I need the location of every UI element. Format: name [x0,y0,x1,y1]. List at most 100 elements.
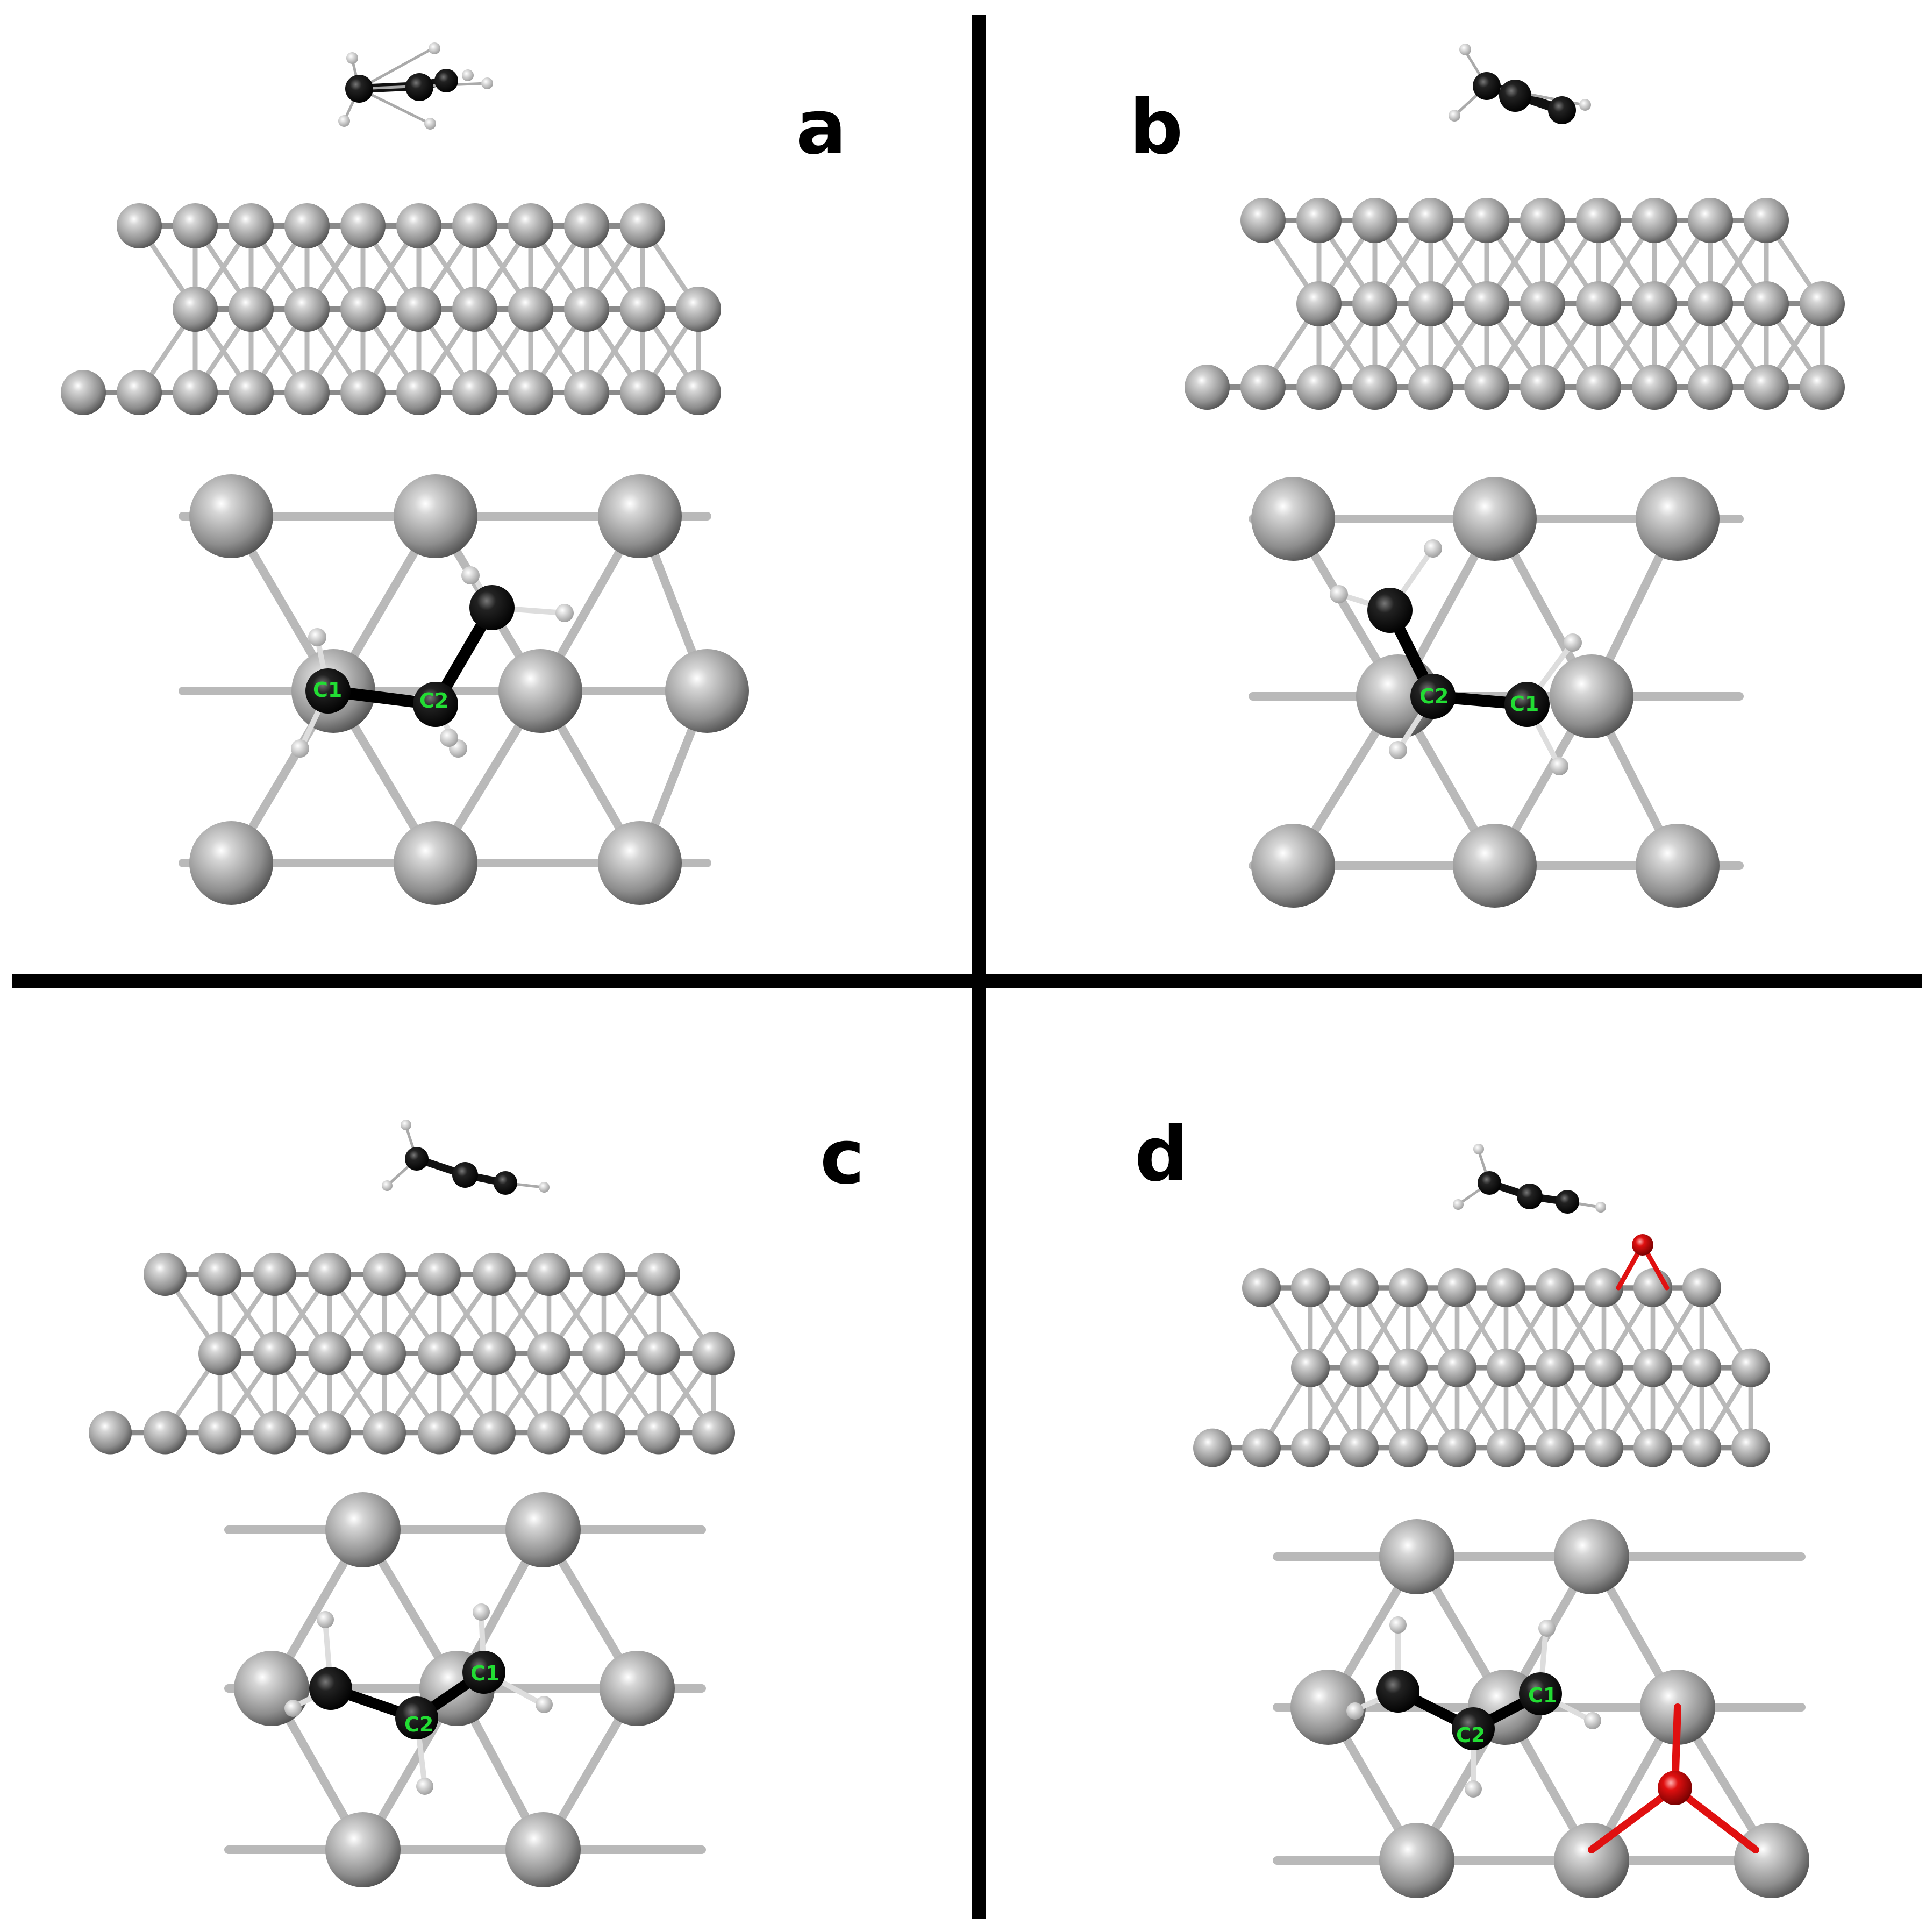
metal-atom [1464,281,1509,326]
metal-atom [582,1411,625,1455]
atom-label-c1: C1 [1528,1684,1557,1707]
metal-atom [396,370,441,415]
metal-atom [284,370,330,415]
metal-atom [253,1411,296,1455]
hydrogen-atom [1459,44,1471,55]
hydrogen-atom [536,1696,553,1713]
hydrogen-atom [401,1120,411,1130]
metal-atom [452,203,497,248]
metal-atom [1734,1823,1809,1898]
carbon-atom [1473,72,1501,100]
metal-atom [394,474,477,558]
hydrogen-atom [338,115,350,127]
metal-atom [1290,1670,1366,1745]
metal-atom [1744,281,1789,326]
metal-atom [473,1253,516,1296]
metal-atom [564,370,609,415]
metal-atom [1636,477,1720,561]
hydrogen-atom [1595,1202,1606,1213]
oxygen-atom [1632,1234,1653,1256]
metal-atom [505,1492,581,1567]
metal-atom [1632,281,1677,326]
carbon-atom [1478,1171,1501,1195]
metal-atom [325,1492,401,1567]
top-view-lattice [1249,477,1744,908]
carbon-atom [413,682,458,727]
metal-atom [1633,1348,1672,1387]
hydrogen-atom [1330,585,1348,603]
molecule-side-view [338,42,493,130]
metal-atom [144,1253,187,1296]
carbon-atom [405,1147,429,1171]
metal-atom [117,203,162,248]
carbon-atom [452,1162,478,1188]
metal-atom [363,1253,406,1296]
carbon-atom [309,1667,352,1710]
metal-atom [229,370,274,415]
metal-atom [1464,365,1509,410]
metal-atom [498,649,582,733]
metal-atom [1688,198,1733,243]
metal-atom [1389,1428,1428,1467]
metal-atom [1536,1268,1574,1307]
top-view [1249,477,1744,908]
hydrogen-atom [1584,1712,1601,1729]
metal-atom [1240,198,1286,243]
hydrogen-atom [555,604,574,622]
metal-atom [692,1332,735,1375]
metal-atom [308,1253,351,1296]
hydrogen-atom [1538,1620,1556,1637]
metal-atom [1520,198,1565,243]
hydrogen-atom [291,739,309,758]
metal-atom [598,821,682,905]
metal-atom [452,287,497,332]
metal-atom [1352,198,1397,243]
carbon-atom [1367,588,1413,633]
metal-atom [1731,1348,1770,1387]
panel-label-b: b [1129,84,1183,172]
metal-atom [1389,1268,1428,1307]
metal-atom [198,1332,241,1375]
metal-atom [1636,824,1720,908]
metal-atom [1438,1428,1476,1467]
metal-atom [527,1253,570,1296]
metal-atom [1242,1268,1281,1307]
hydrogen-atom [1579,99,1591,111]
carbon-atom [305,668,351,714]
metal-atom [173,370,218,415]
metal-atom [198,1411,241,1455]
metal-atom [1550,654,1633,738]
metal-atom [1688,365,1733,410]
metal-atom [1585,1268,1623,1307]
metal-atom [1291,1428,1330,1467]
hydrogen-atom [429,42,440,54]
atom-label-c2: C2 [1456,1723,1485,1747]
carbon-atom [1499,80,1531,112]
metal-atom [582,1332,625,1375]
metal-atom [189,821,273,905]
top-view [179,474,749,905]
metal-atom [1242,1428,1281,1467]
metal-atom [1554,1519,1629,1594]
metal-atom [1744,198,1789,243]
metal-atom [1340,1428,1379,1467]
metal-atom [308,1411,351,1455]
metal-atom [1585,1428,1623,1467]
metal-atom [61,370,106,415]
carbon-atom [1548,96,1576,124]
metal-atom [1291,1268,1330,1307]
metal-atom [1633,1428,1672,1467]
metal-atom [1576,281,1621,326]
metal-atom [229,287,274,332]
molecule-side-view [1453,1144,1606,1214]
metal-atom [229,203,274,248]
carbon-atom [1519,1672,1562,1715]
metal-atom [308,1332,351,1375]
hydrogen-atom [462,69,474,81]
hydrogen-atom [1424,539,1442,558]
metal-atom [1291,1348,1330,1387]
metal-atom [676,287,721,332]
metal-atom [1487,1268,1525,1307]
top-view-lattice [179,474,749,905]
